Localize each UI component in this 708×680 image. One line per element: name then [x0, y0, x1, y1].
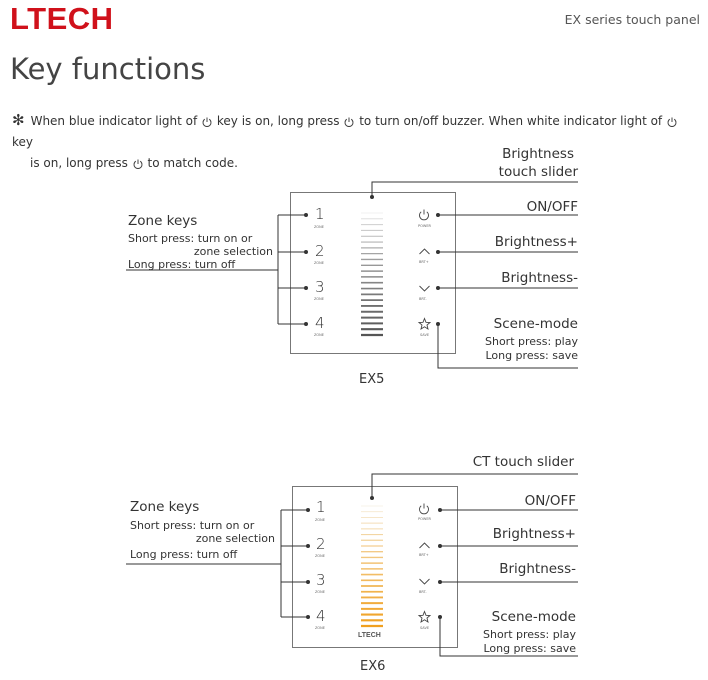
ex6-brightness-minus-label: Brightness-	[499, 561, 576, 577]
power-icon	[344, 117, 354, 127]
ex5-zone-3-sub: ZONE	[314, 297, 324, 301]
ex5-save-dot	[436, 322, 440, 326]
ex5-brt-down-dot	[436, 286, 440, 290]
ex5-brightness-minus-label: Brightness-	[501, 270, 578, 286]
ex6-zone-1-sub: ZONE	[315, 518, 325, 522]
note-text-1: When blue indicator light of	[30, 114, 198, 128]
ex6-slider-dot	[370, 496, 374, 500]
ex6-brt-down-sub: BRT-	[419, 590, 427, 594]
ex5-slider-label-1: Brightness	[502, 146, 574, 162]
ex6-zone-long: Long press: turn off	[130, 548, 238, 561]
ex6-zone-3-dot	[306, 580, 310, 584]
ex5-zone-2-key[interactable]: 2	[315, 242, 325, 260]
ex6-zone-4-key[interactable]: 4	[316, 607, 326, 625]
ex5-zone-4-sub: ZONE	[314, 333, 324, 337]
ex6-brt-up-sub: BRT+	[419, 553, 429, 557]
asterisk-icon: ✻	[12, 111, 25, 129]
ex5-slider-dot	[370, 195, 374, 199]
ex5-brt-down-sub: BRT-	[419, 297, 427, 301]
note-text-3: to turn on/off buzzer. When white indica…	[359, 114, 663, 128]
buzzer-note: ✻ When blue indicator light of key is on,…	[12, 110, 702, 174]
ex6-scene-short: Short press: play	[482, 628, 576, 641]
ex5-caption: EX5	[359, 372, 385, 387]
power-icon	[202, 117, 212, 127]
note-text-5: is on, long press	[30, 156, 128, 170]
power-icon[interactable]	[419, 209, 429, 221]
ex6-zone-3-sub: ZONE	[315, 590, 325, 594]
ex5-brt-up-sub: BRT+	[419, 260, 429, 264]
series-title: EX series touch panel	[564, 12, 700, 27]
ex6-onoff-label: ON/OFF	[524, 493, 576, 509]
power-icon	[667, 117, 677, 127]
power-icon[interactable]	[419, 503, 429, 515]
star-icon[interactable]	[417, 317, 432, 330]
ex6-zone-2-key[interactable]: 2	[316, 535, 326, 553]
ex5-zone-4-dot	[304, 322, 308, 326]
ex5-zone-3-key[interactable]: 3	[315, 278, 325, 296]
ex6-zone-1-key[interactable]: 1	[316, 498, 326, 516]
ex5-zone-1-sub: ZONE	[314, 225, 324, 229]
ex5-zone-keys-title: Zone keys	[128, 213, 198, 229]
ex6-power-dot	[438, 508, 442, 512]
ex6-caption: EX6	[360, 659, 386, 674]
note-text-2: key is on, long press	[216, 114, 340, 128]
ex6-save-sub: SAVE	[420, 626, 430, 630]
power-icon	[133, 159, 143, 169]
ex5-scene-short: Short press: play	[484, 335, 578, 348]
ex5-onoff-label: ON/OFF	[526, 199, 578, 215]
ex5-zone-1-key[interactable]: 1	[315, 205, 325, 223]
ex5-zone-4-key[interactable]: 4	[315, 314, 325, 332]
ex5-zone-long: Long press: turn off	[128, 258, 236, 271]
ex6-zone-4-dot	[306, 615, 310, 619]
ex5-power-sub: POWER	[418, 224, 431, 228]
ex6-scene-long: Long press: save	[483, 642, 576, 655]
ex5-brt-up-dot	[436, 250, 440, 254]
ex6-ct-slider[interactable]	[361, 505, 383, 628]
ex5-zone-1-dot	[304, 213, 308, 217]
ex5-zone-3-dot	[304, 286, 308, 290]
ex6-save-dot	[438, 615, 442, 619]
ex6-scene-mode-label: Scene-mode	[491, 609, 576, 625]
ex5-zone-2-sub: ZONE	[314, 261, 324, 265]
ex6-brt-up-dot	[438, 544, 442, 548]
ex5-zone-short-1: Short press: turn on or	[128, 232, 253, 245]
ex5-zone-short-2: zone selection	[193, 245, 273, 258]
ex6-panel-logo: LTECH	[358, 632, 381, 639]
ex6-slider-label: CT touch slider	[472, 454, 574, 470]
ex6-brt-down-dot	[438, 580, 442, 584]
chevron-up-icon[interactable]	[419, 542, 430, 549]
ex6-brightness-plus-label: Brightness+	[492, 526, 576, 542]
page-title: Key functions	[10, 52, 206, 86]
ex5-zone-2-dot	[304, 250, 308, 254]
ex5-power-dot	[436, 213, 440, 217]
ex6-zone-1-dot	[306, 508, 310, 512]
note-text-4: key	[12, 135, 34, 149]
ex6-zone-2-sub: ZONE	[315, 554, 325, 558]
ex5-scene-long: Long press: save	[485, 349, 578, 362]
ex5-save-sub: SAVE	[420, 333, 430, 337]
chevron-down-icon[interactable]	[419, 285, 430, 292]
ltech-logo: LTECH	[10, 1, 114, 36]
note-text-6: to match code.	[147, 156, 238, 170]
ex6-zone-4-sub: ZONE	[315, 626, 325, 630]
ex6-zone-3-key[interactable]: 3	[316, 571, 326, 589]
ex6-zone-2-dot	[306, 544, 310, 548]
ex6-power-sub: POWER	[418, 517, 431, 521]
ex5-slider-label-2: touch slider	[498, 164, 578, 180]
ex5-brightness-plus-label: Brightness+	[494, 234, 578, 250]
ex5-scene-mode-label: Scene-mode	[493, 316, 578, 332]
ex5-brightness-slider[interactable]	[361, 212, 383, 337]
ex6-zone-short-1: Short press: turn on or	[130, 519, 255, 532]
ex6-zone-short-2: zone selection	[195, 532, 275, 545]
chevron-up-icon[interactable]	[419, 248, 430, 255]
ex6-zone-keys-title: Zone keys	[130, 499, 200, 515]
star-icon[interactable]	[417, 610, 432, 623]
chevron-down-icon[interactable]	[419, 578, 430, 585]
